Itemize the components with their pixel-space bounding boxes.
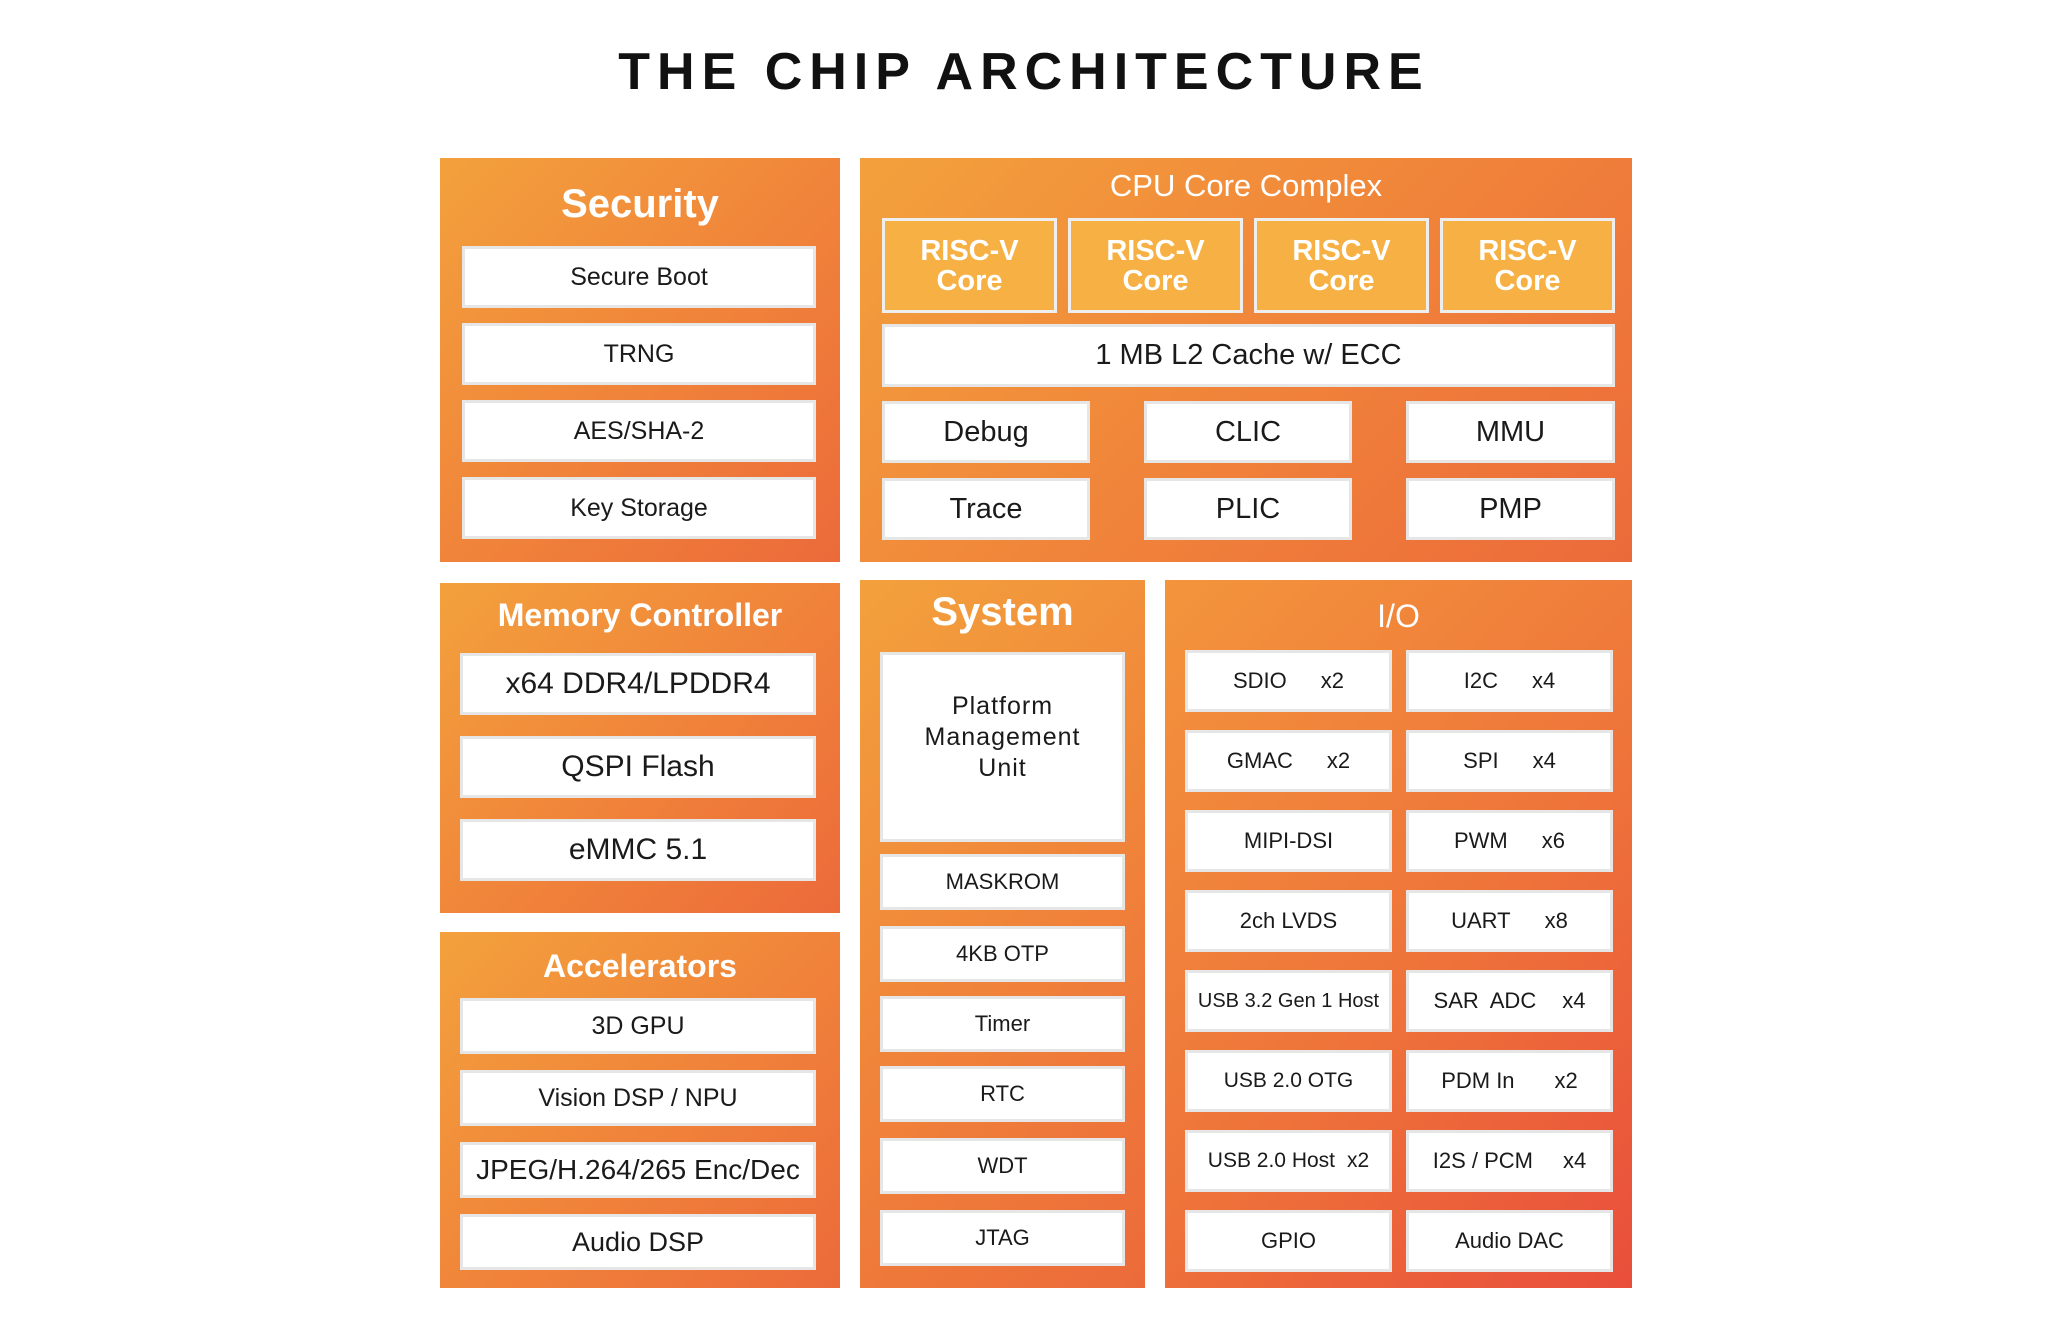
pmu-label: Management xyxy=(924,723,1081,751)
io-qty: x4 xyxy=(1532,748,1556,773)
io-pwm-block: PWM x6 xyxy=(1406,810,1613,872)
core-label: RISC-V xyxy=(1292,234,1391,267)
io-qty: x4 xyxy=(1563,1148,1587,1173)
io-qty: x8 xyxy=(1544,908,1568,933)
vision-dsp-npu-block: Vision DSP / NPU xyxy=(460,1070,816,1126)
io-qty: x4 xyxy=(1562,988,1586,1013)
audio-dsp-block: Audio DSP xyxy=(460,1214,816,1270)
io-name: GMAC xyxy=(1226,748,1293,773)
system-title: System xyxy=(931,590,1074,634)
timer-block: Timer xyxy=(880,996,1125,1052)
clic-block: CLIC xyxy=(1144,401,1352,463)
trace-block: Trace xyxy=(882,478,1090,540)
maskrom-block: MASKROM xyxy=(880,854,1125,910)
io-name: USB 2.0 OTG xyxy=(1223,1069,1354,1092)
risc-v-core: RISC-V Core xyxy=(1068,218,1243,313)
io-qty: x2 xyxy=(1347,1149,1370,1172)
io-usb20-otg-block: USB 2.0 OTG xyxy=(1185,1050,1392,1112)
aes-sha-block: AES/SHA-2 xyxy=(462,400,816,462)
ddr-controller-block: x64 DDR4/LPDDR4 xyxy=(460,653,816,715)
system-panel: System Platform Management Unit MASKROM … xyxy=(860,580,1145,1288)
l2-cache-block: 1 MB L2 Cache w/ ECC xyxy=(882,324,1615,387)
core-label: RISC-V xyxy=(920,234,1019,267)
accelerators-title: Accelerators xyxy=(543,948,737,984)
io-name: Audio DAC xyxy=(1455,1228,1564,1253)
security-title: Security xyxy=(561,182,719,226)
io-qty: x2 xyxy=(1320,668,1345,693)
risc-v-core: RISC-V Core xyxy=(1254,218,1429,313)
io-name: USB 2.0 Host xyxy=(1207,1149,1336,1172)
io-name: SAR ADC xyxy=(1433,988,1537,1013)
core-label: Core xyxy=(1308,264,1375,297)
cpu-core-complex-panel: CPU Core Complex RISC-V Core RISC-V Core… xyxy=(860,158,1632,562)
io-panel: I/O SDIO x2 GMAC x2 MIPI-DSI 2ch LVDS USB … xyxy=(1165,580,1632,1288)
io-name: SPI xyxy=(1463,748,1499,773)
io-lvds-block: 2ch LVDS xyxy=(1185,890,1392,952)
io-pdm-in-block: PDM In x2 xyxy=(1406,1050,1613,1112)
pmu-label: Platform xyxy=(951,692,1054,720)
secure-boot-block: Secure Boot xyxy=(462,246,816,308)
io-gmac-block: GMAC x2 xyxy=(1185,730,1392,792)
io-gpio-block: GPIO xyxy=(1185,1210,1392,1272)
io-name: I2C xyxy=(1463,668,1498,693)
wdt-block: WDT xyxy=(880,1138,1125,1194)
io-usb32-host-block: USB 3.2 Gen 1 Host xyxy=(1185,970,1392,1032)
core-label: Core xyxy=(1494,264,1561,297)
io-qty: x6 xyxy=(1541,828,1565,853)
io-i2s-pcm-block: I2S / PCM x4 xyxy=(1406,1130,1613,1192)
platform-management-unit-block: Platform Management Unit xyxy=(880,652,1125,842)
io-usb20-host-block: USB 2.0 Host x2 xyxy=(1185,1130,1392,1192)
io-name: PDM In xyxy=(1441,1068,1515,1093)
io-name: PWM xyxy=(1453,828,1508,853)
io-qty: x4 xyxy=(1532,668,1556,693)
io-audio-dac-block: Audio DAC xyxy=(1406,1210,1613,1272)
io-i2c-block: I2C x4 xyxy=(1406,650,1613,712)
core-label: RISC-V xyxy=(1478,234,1577,267)
io-name: MIPI-DSI xyxy=(1243,828,1334,853)
io-sdio-block: SDIO x2 xyxy=(1185,650,1392,712)
risc-v-core: RISC-V Core xyxy=(1440,218,1615,313)
io-mipi-dsi-block: MIPI-DSI xyxy=(1185,810,1392,872)
io-name: USB 3.2 Gen 1 Host xyxy=(1197,989,1380,1012)
cpu-core-complex-title: CPU Core Complex xyxy=(1109,168,1383,203)
io-uart-block: UART x8 xyxy=(1406,890,1613,952)
io-sar-adc-block: SAR ADC x4 xyxy=(1406,970,1613,1032)
pmu-label: Unit xyxy=(978,754,1027,782)
debug-block: Debug xyxy=(882,401,1090,463)
emmc-block: eMMC 5.1 xyxy=(460,819,816,881)
jtag-block: JTAG xyxy=(880,1210,1125,1266)
memory-controller-title: Memory Controller xyxy=(497,597,783,633)
io-spi-block: SPI x4 xyxy=(1406,730,1613,792)
core-label: Core xyxy=(1122,264,1189,297)
io-name: GPIO xyxy=(1260,1228,1316,1253)
pmp-block: PMP xyxy=(1406,478,1615,540)
otp-block: 4KB OTP xyxy=(880,926,1125,982)
io-title: I/O xyxy=(1377,598,1420,634)
memory-controller-panel: Memory Controller x64 DDR4/LPDDR4 QSPI F… xyxy=(440,583,840,913)
io-qty: x2 xyxy=(1554,1068,1578,1093)
io-qty: x2 xyxy=(1326,748,1351,773)
mmu-block: MMU xyxy=(1406,401,1615,463)
qspi-flash-block: QSPI Flash xyxy=(460,736,816,798)
video-codec-block: JPEG/H.264/265 Enc/Dec xyxy=(460,1142,816,1198)
key-storage-block: Key Storage xyxy=(462,477,816,539)
trng-block: TRNG xyxy=(462,323,816,385)
io-name: 2ch LVDS xyxy=(1239,908,1338,933)
io-name: SDIO xyxy=(1232,668,1287,693)
io-name: I2S / PCM xyxy=(1432,1148,1533,1173)
security-panel: Security Secure Boot TRNG AES/SHA-2 Key … xyxy=(440,158,840,562)
core-label: Core xyxy=(936,264,1003,297)
core-label: RISC-V xyxy=(1106,234,1205,267)
accelerators-panel: Accelerators 3D GPU Vision DSP / NPU JPE… xyxy=(440,932,840,1288)
risc-v-core: RISC-V Core xyxy=(882,218,1057,313)
io-name: UART xyxy=(1451,908,1511,933)
plic-block: PLIC xyxy=(1144,478,1352,540)
diagram-title: THE CHIP ARCHITECTURE xyxy=(618,43,1430,101)
gpu-block: 3D GPU xyxy=(460,998,816,1054)
rtc-block: RTC xyxy=(880,1066,1125,1122)
